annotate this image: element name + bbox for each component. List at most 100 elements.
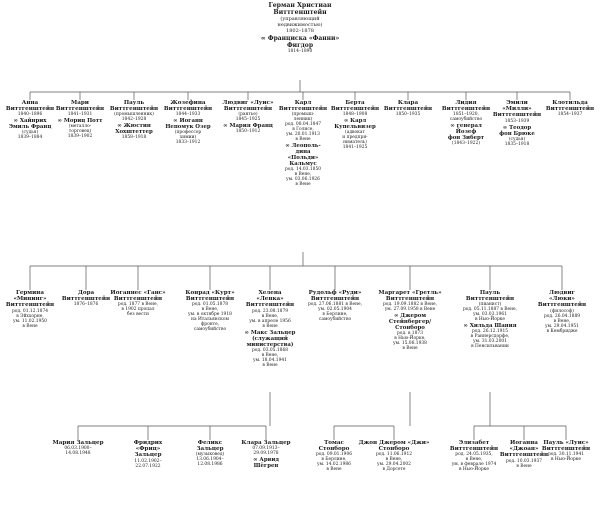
gen3-person-8-name: Пауль Виттгенштейн xyxy=(465,290,515,303)
gen2-person-3-spouse: ∞ Жюстин Хохштеттер xyxy=(115,123,153,136)
gen2-person-5-details: (рантье) 1845–1925 xyxy=(235,112,261,123)
gen2-person-9-spouse-details: (1843–1922) xyxy=(452,141,480,147)
gen4-person-9-name: Пауль «Луис» Виттгенштейн xyxy=(541,440,591,453)
gen2-person-9-name: Лидия Виттгенштейн xyxy=(441,100,491,113)
gen4-person-3-name: Феликс Зальцер xyxy=(196,440,224,453)
gen3-person-9: Людвиг «Люки» Виттгенштейн(философ) род.… xyxy=(538,290,586,334)
gen4-person-4-details: 07.09.1913– 29.09.1978 xyxy=(252,446,280,457)
gen4-person-1-details: 06.03.1900– 14.08.1948 xyxy=(64,446,92,457)
gen3-person-4-details: род. 01.05.1878 в Вене, ум. в октябре 19… xyxy=(188,302,232,333)
gen2-person-11-name: Клотильда Виттгенштейн xyxy=(545,100,595,113)
gen4-person-5-details: род. 09.01.1906 в Берлине, ум. 14.02.198… xyxy=(315,452,353,473)
gen3-person-4-name: Конрад «Курт» Виттгенштейн xyxy=(185,290,235,303)
gen3-person-2-name: Дора Виттгенштейн xyxy=(61,290,111,303)
gen2-person-9-details: 1851–1920, самоубийство xyxy=(449,112,483,123)
gen2-person-6-details: (промыш- ленник) род. 08.04.1847 в Голис… xyxy=(284,112,322,143)
gen3-person-7-spouse-details: род. в 1873 в Нью-Йорке, ум. 15.06.1938 … xyxy=(393,331,427,352)
gen2-person-1-spouse: ∞ Хайнрих Эмиль Франц xyxy=(8,118,52,131)
gen2-person-6-spouse: ∞ Леополь- дина «Польди» Кальмус xyxy=(285,143,321,168)
gen2-person-2-name: Мари Виттгенштейн xyxy=(55,100,105,113)
gen4-person-2-details: 11.02.1902– 22.07.1922 xyxy=(134,458,162,469)
gen3-person-1-details: род. 01.12.1874 в Эйххорне, ум. 11.02.19… xyxy=(11,308,49,329)
root-person-details: (управляющий недвижимостью) 1802–1878 xyxy=(277,16,323,34)
gen2-person-5-name: Людвиг «Луис» Виттгенштейн xyxy=(222,100,274,113)
gen2-person-11-details: 1854–1937 xyxy=(557,112,583,118)
gen2-person-2-spouse-details: (металло- торговец) 1839–1902 xyxy=(67,124,93,140)
gen3-person-3-details: род. 1877 в Вене, в 1902 пропал без вест… xyxy=(117,302,159,318)
gen4-person-4-name: Клара Зальцер xyxy=(241,440,291,446)
gen2-person-5-spouse-details: 1850–1912 xyxy=(235,129,261,135)
gen2-person-10-name: Эмили «Милли» Виттгенштейн xyxy=(492,100,542,119)
gen3-person-7-spouse: ∞ Джером Стейнбергер/ Стонборо xyxy=(388,313,432,332)
gen2-person-7-name: Берта Виттгенштейн xyxy=(330,100,380,113)
gen2-person-8-details: 1850–1935 xyxy=(395,112,421,118)
gen3-person-8-details: (пианист) род. 05.11.1887 в Вене, ум. 03… xyxy=(462,302,518,323)
gen2-person-6: Карл Виттгенштейн(промыш- ленник) род. 0… xyxy=(279,100,327,187)
root-person-spouse: ∞ Франциска «Фанни» Фигдор xyxy=(260,35,340,49)
gen4-person-8-name: Иоганна «Джоан» Виттгенштейн xyxy=(499,440,549,459)
gen2-person-10-spouse-details: (судья) 1835–1918 xyxy=(504,136,530,147)
gen2-person-4-details: 1844–1933 xyxy=(175,112,201,118)
gen3-person-5-spouse-details: род. 03.05.1868 в Вене, ум. 18.04.1941 в… xyxy=(251,347,289,368)
gen2-person-10-spouse: ∞ Теодор фон Брюке xyxy=(499,124,535,137)
gen3-person-7-name: Маргарет «Гретль» Виттгенштейн xyxy=(378,290,442,303)
gen4-person-1-name: Мария Зальцер xyxy=(52,440,104,446)
gen3-person-9-details: (философ) род. 26.04.1889 в Вене, ум. 29… xyxy=(543,308,581,334)
gen2-person-6-name: Карл Виттгенштейн xyxy=(278,100,328,113)
root-person-name: Герман Христиан Виттгенштейн xyxy=(268,2,332,16)
gen2-person-1-name: Анна Виттгенштейн xyxy=(5,100,55,113)
gen4-person-4-spouse: ∞ Арвид Шёгрен xyxy=(253,457,279,470)
gen2-person-7-spouse: ∞ Карл Купельвизер xyxy=(334,118,376,131)
gen4-person-3: Феликс Зальцер(музыковед) 13.06.1904– 12… xyxy=(196,440,224,467)
gen2-person-4-spouse: ∞ Иоганн Непомук Озер xyxy=(165,118,211,131)
gen3-person-8-spouse-details: род. 26.12.1915 в Раннерсдорфе, ум. 31.0… xyxy=(470,329,510,350)
gen4-person-7-name: Элизабет Виттгенштейн xyxy=(449,440,499,453)
gen3-person-3-name: Иоганнес «Ганс» Виттгенштейн xyxy=(110,290,166,303)
gen2-person-3-name: Пауль Виттгенштейн xyxy=(109,100,159,113)
gen2-person-3-details: (промышленник) 1842–1928 xyxy=(114,112,154,123)
gen2-person-4-name: Жозефина Виттгенштейн xyxy=(163,100,213,113)
gen2-person-5-spouse: ∞ Мария Франц xyxy=(223,123,273,130)
gen2-person-1-spouse-details: (судья) 1839–1884 xyxy=(17,130,43,141)
gen2-person-7-details: 1848–1908 xyxy=(342,112,368,118)
gen2-person-6-spouse-details: род. 14.03.1850 в Вене, ум. 03.06.1926 в… xyxy=(284,167,322,188)
gen3-person-1-name: Гермина «Мининг» Виттгенштейн xyxy=(5,290,55,309)
gen2-person-7-spouse-details: (адвокат и предпри- ниматель) 1841–1925 xyxy=(342,130,368,151)
gen2-person-9-spouse: ∞ генерал Йозеф фон Зиберт xyxy=(447,123,485,142)
gen2-person-3: Пауль Виттгенштейн(промышленник) 1842–19… xyxy=(110,100,158,140)
gen2-person-1-details: 1840–1896 xyxy=(17,112,43,118)
gen3-person-2-details: 1876–1876 xyxy=(73,302,99,308)
gen4-person-6-name: Джон Джером «Джи» Стонборо xyxy=(358,440,430,453)
gen4-person-9-details: род. 30.11.1941 в Нью-Йорке xyxy=(547,452,585,463)
root-person: Герман Христиан Виттгенштейн(управляющий… xyxy=(261,2,339,54)
gen3-person-6-details: род. 27.06.1881 в Вене, ум. 02.05.1904 в… xyxy=(307,302,363,323)
gen2-person-2-details: 1841–1931 xyxy=(67,112,93,118)
gen3-person-6-name: Рудольф «Руди» Виттгенштейн xyxy=(308,290,362,303)
gen4-person-6-details: род. 11.06.1912 в Вене, ум. 29.04.2002 в… xyxy=(375,452,413,473)
gen3-person-7-details: род. 19.09.1882 в Вене, ум. 27.09.1958 в… xyxy=(382,302,438,313)
gen2-person-3-spouse-details: 1858–1918 xyxy=(121,135,147,141)
gen3-person-8: Пауль Виттгенштейн(пианист) род. 05.11.1… xyxy=(463,290,517,349)
gen4-person-5-name: Томас Стонборо xyxy=(318,440,350,453)
gen2-person-5: Людвиг «Луис» Виттгенштейн(рантье) 1845–… xyxy=(223,100,274,134)
root-person-spouse-details: 1814–1890 xyxy=(287,49,313,54)
